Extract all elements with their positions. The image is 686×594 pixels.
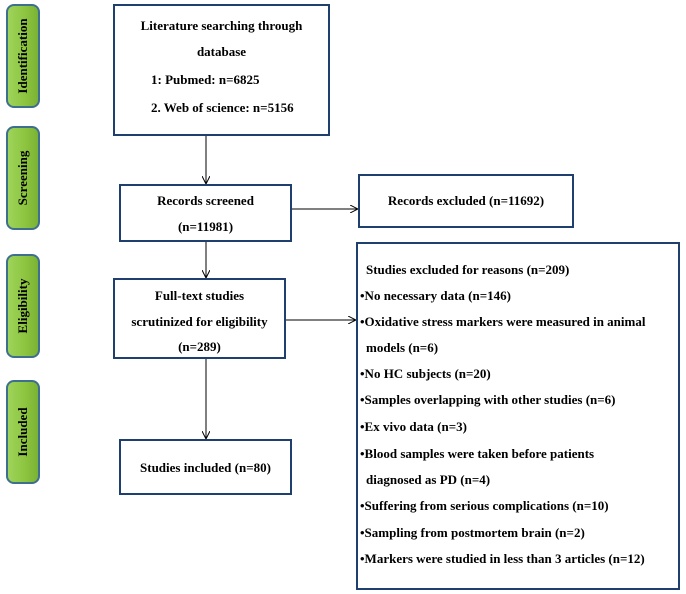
stage-identification: Identification	[6, 4, 40, 108]
search-line-3: 1: Pubmed: n=6825	[151, 72, 260, 87]
reason-item: •Sampling from postmortem brain (n=2)	[360, 525, 585, 540]
stage-screening: Screening	[6, 126, 40, 230]
fulltext-line-2: scrutinized for eligibility	[131, 314, 268, 329]
search-line-4: 2. Web of science: n=5156	[151, 100, 294, 115]
reason-item: •No necessary data (n=146)	[360, 288, 511, 303]
reason-item: •Blood samples were taken before patient…	[360, 446, 595, 461]
excluded-reasons-title: Studies excluded for reasons (n=209)	[366, 262, 570, 277]
reason-item: •Ex vivo data (n=3)	[360, 419, 467, 434]
reason-item: •Oxidative stress markers were measured …	[360, 314, 646, 329]
reason-item: diagnosed as PD (n=4)	[366, 472, 491, 487]
search-line-2: database	[196, 44, 247, 59]
screened-line-1: Records screened	[157, 193, 254, 208]
search-box: Literature searching through database 1:…	[113, 4, 330, 136]
fulltext-line-1: Full-text studies	[154, 288, 245, 303]
search-line-1: Literature searching through	[140, 18, 303, 33]
excluded-records-line-1: Records excluded (n=11692)	[387, 193, 545, 208]
studies-included-box: Studies included (n=80)	[119, 439, 292, 495]
stage-eligibility: Eligibility	[6, 254, 40, 358]
screened-line-2: (n=11981)	[177, 219, 234, 234]
reason-item: •No HC subjects (n=20)	[360, 366, 491, 381]
included-line-1: Studies included (n=80)	[140, 460, 271, 475]
reason-item: •Markers were studied in less than 3 art…	[360, 551, 645, 566]
excluded-reasons-box: Studies excluded for reasons (n=209) •No…	[356, 242, 680, 590]
reason-item: •Samples overlapping with other studies …	[360, 392, 616, 407]
records-excluded-box: Records excluded (n=11692)	[358, 174, 574, 228]
fulltext-box: Full-text studies scrutinized for eligib…	[113, 278, 286, 359]
stage-included: Included	[6, 380, 40, 484]
fulltext-line-3: (n=289)	[178, 339, 221, 354]
records-screened-box: Records screened (n=11981)	[119, 184, 292, 242]
reason-item: •Suffering from serious complications (n…	[360, 498, 609, 513]
reason-item: models (n=6)	[366, 340, 439, 355]
